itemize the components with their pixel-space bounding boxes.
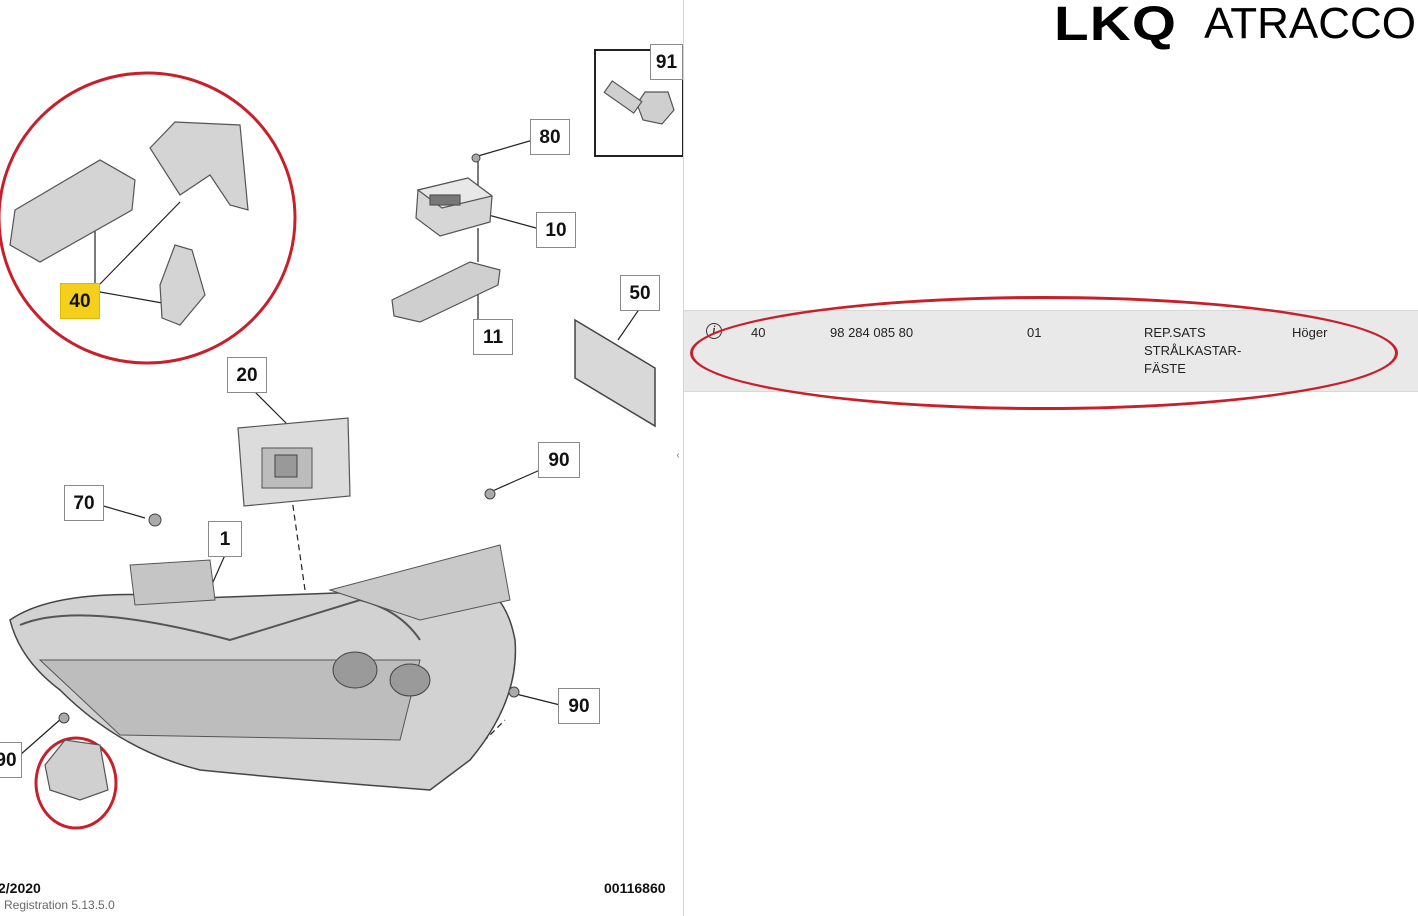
callout-50[interactable]: 50 <box>620 275 660 311</box>
callout-20[interactable]: 20 <box>227 357 267 393</box>
row-side: Höger <box>1292 325 1328 340</box>
parts-diagram: 91 80 10 11 40 50 20 90 70 1 90 90 2/202… <box>0 0 683 916</box>
row-part-number: 98 284 085 80 <box>830 325 914 340</box>
callout-1[interactable]: 1 <box>208 521 242 557</box>
callout-80[interactable]: 80 <box>530 119 570 155</box>
headlamp-assembly-1 <box>9 544 517 791</box>
info-icon[interactable]: i <box>706 323 722 339</box>
row-description-line: STRÅLKASTAR- <box>1144 343 1242 358</box>
callout-90-top[interactable]: 90 <box>538 442 580 478</box>
mounting-bracket-set-40 <box>9 121 249 326</box>
control-unit-10 <box>415 177 494 237</box>
annotation-circle-lower-bracket <box>34 736 118 830</box>
collapse-panel-icon[interactable]: ‹ <box>676 450 680 461</box>
bolt-icon <box>603 80 675 125</box>
panel-divider[interactable] <box>683 0 684 916</box>
brand-logo: LKQ ATRACCO <box>1054 0 1416 51</box>
callout-91[interactable]: 91 <box>650 44 683 80</box>
callout-90-right[interactable]: 90 <box>558 688 600 724</box>
bracket-11 <box>391 261 501 323</box>
row-position: 40 <box>751 325 766 340</box>
clip-70 <box>148 513 162 527</box>
row-description-line: REP.SATS <box>1144 325 1206 340</box>
logo-lkq: LKQ <box>1053 0 1177 51</box>
logo-atracco: ATRACCO <box>1204 0 1416 48</box>
headlight-exploded-view <box>0 49 683 830</box>
row-description-line: FÄSTE <box>1144 361 1186 376</box>
row-description: REP.SATS STRÅLKASTAR- FÄSTE <box>1144 324 1241 378</box>
row-quantity: 01 <box>1027 325 1042 340</box>
diagram-reference: 00116860 <box>604 880 666 896</box>
callout-90-left[interactable]: 90 <box>0 742 22 778</box>
screw-90-top <box>484 488 496 500</box>
callout-11[interactable]: 11 <box>473 319 513 355</box>
callout-70[interactable]: 70 <box>64 485 104 521</box>
annotation-circle-brackets <box>0 71 297 365</box>
screw-90-right <box>508 686 520 698</box>
lower-mount-tab <box>44 739 109 801</box>
callout-10[interactable]: 10 <box>536 212 576 248</box>
label-sticker-50 <box>574 318 656 428</box>
screw-80 <box>471 153 481 163</box>
diagram-date: 2/2020 <box>0 880 41 896</box>
callout-40[interactable]: 40 <box>60 283 100 319</box>
screw-90-left <box>58 712 70 724</box>
registration-version: Registration 5.13.5.0 <box>4 898 115 912</box>
parts-list-row[interactable]: i 40 98 284 085 80 01 REP.SATS STRÅLKAST… <box>684 310 1418 392</box>
ballast-module-20 <box>237 417 351 507</box>
